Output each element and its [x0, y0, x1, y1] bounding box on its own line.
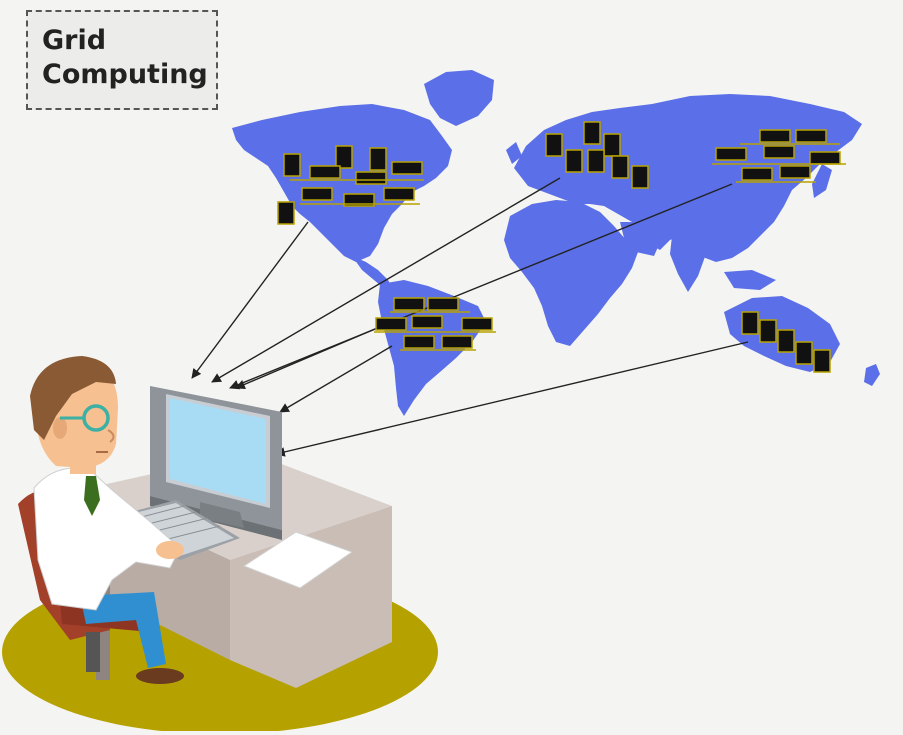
- arrow-europe: [211, 177, 561, 383]
- connection-arrows: [191, 177, 749, 457]
- title-line-1: Grid: [42, 25, 107, 56]
- continent-japan: [812, 164, 832, 198]
- keyboard-icon: [116, 500, 240, 560]
- cluster-south-america: [374, 297, 496, 351]
- continent-arabia: [620, 222, 662, 256]
- user-at-desktop-icon: [30, 356, 184, 684]
- continent-india: [670, 236, 706, 292]
- arrow-south-america-2: [279, 345, 393, 413]
- title-line-2: Computing: [42, 59, 208, 90]
- continent-indonesia: [724, 270, 776, 290]
- continent-new-zealand: [864, 364, 880, 386]
- title-box: Grid Computing: [26, 10, 218, 110]
- continent-north-america: [232, 104, 452, 262]
- cluster-north-america: [277, 145, 424, 225]
- continent-greenland: [424, 70, 494, 126]
- arrow-south-america-1: [235, 325, 383, 390]
- cluster-australia: [741, 311, 831, 373]
- paper-sheet: [242, 531, 354, 589]
- arrow-north-america: [191, 221, 309, 379]
- arrow-asia: [229, 183, 733, 390]
- continent-africa: [504, 200, 638, 346]
- cluster-europe: [545, 121, 649, 189]
- arrow-australia: [275, 341, 749, 457]
- cluster-asia: [712, 129, 846, 183]
- world-map: [232, 70, 880, 416]
- continent-uk: [506, 142, 522, 164]
